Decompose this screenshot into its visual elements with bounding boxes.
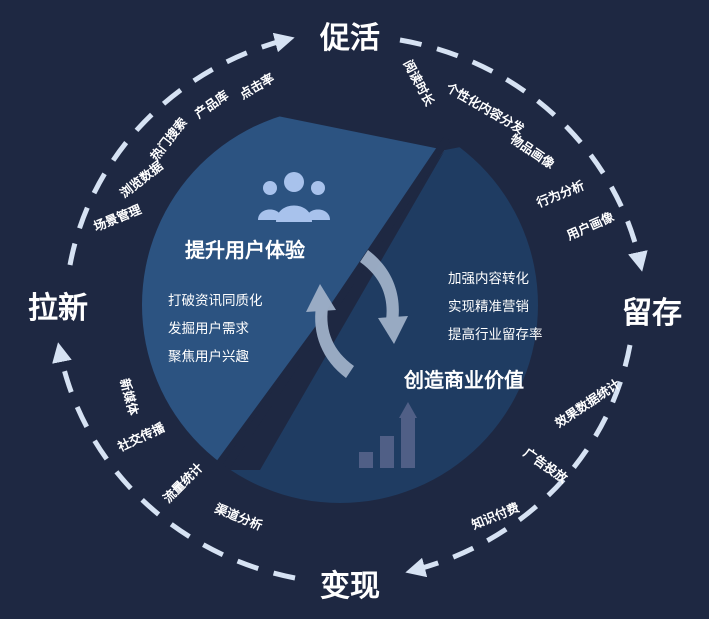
ring-label-reading-time: 阅读时长: [401, 57, 438, 109]
ring-arc-top-right: [399, 37, 648, 272]
stage-label-bottom: 变现: [320, 569, 380, 604]
ring-label-knowledge-payment: 知识付费: [468, 499, 521, 532]
ring-label-effect-statistics: 效果数据统计: [552, 376, 623, 431]
right-panel-item-1: 加强内容转化: [448, 270, 529, 287]
ring-label-product-library: 产品库: [192, 87, 232, 121]
stage-label-top: 促活: [319, 21, 380, 56]
users-group-icon: [258, 172, 330, 222]
ring-label-traffic-statistics: 流量统计: [160, 459, 206, 505]
ring-label-channel-analysis: 渠道分析: [213, 501, 265, 534]
ring-label-hot-search: 热门搜索: [147, 115, 190, 164]
left-panel-item-1: 打破资讯同质化: [168, 292, 263, 309]
growth-bars-icon: [359, 402, 417, 468]
ring-label-item-profile: 物品画像: [508, 131, 558, 172]
ring-label-social-spread: 社交传播: [114, 419, 167, 454]
right-panel-title: 创造商业价值: [403, 368, 524, 392]
ring-arc-bottom-right: [405, 344, 633, 578]
ring-label-browse-data: 浏览数据: [117, 158, 166, 201]
left-panel-item-2: 发掘用户需求: [168, 320, 249, 337]
outer-ring: [52, 32, 648, 581]
left-panel-item-3: 聚焦用户兴趣: [168, 348, 249, 365]
ring-label-ad-placement: 广告投放: [521, 445, 571, 486]
ring-arc-bottom-left: [52, 342, 296, 581]
right-panel-item-3: 提高行业留存率: [448, 326, 543, 343]
ring-label-personalized-distribution: 个性化内容分发: [443, 79, 528, 136]
right-panel-item-2: 实现精准营销: [448, 299, 529, 315]
ring-label-new-media: 新媒体: [117, 377, 141, 418]
stage-label-left: 拉新: [28, 291, 88, 326]
ring-label-user-profile: 用户画像: [563, 209, 616, 244]
ring-label-scene-management: 场景管理: [91, 201, 143, 234]
ring-label-click-rate: 点击率: [237, 70, 277, 102]
left-panel-title: 提升用户体验: [185, 238, 305, 262]
ring-arc-top-left: [67, 32, 295, 266]
cycle-arrows-icon: [306, 250, 408, 378]
ring-label-behavior-analysis: 行为分析: [533, 177, 586, 210]
stage-label-right: 留存: [622, 296, 682, 331]
